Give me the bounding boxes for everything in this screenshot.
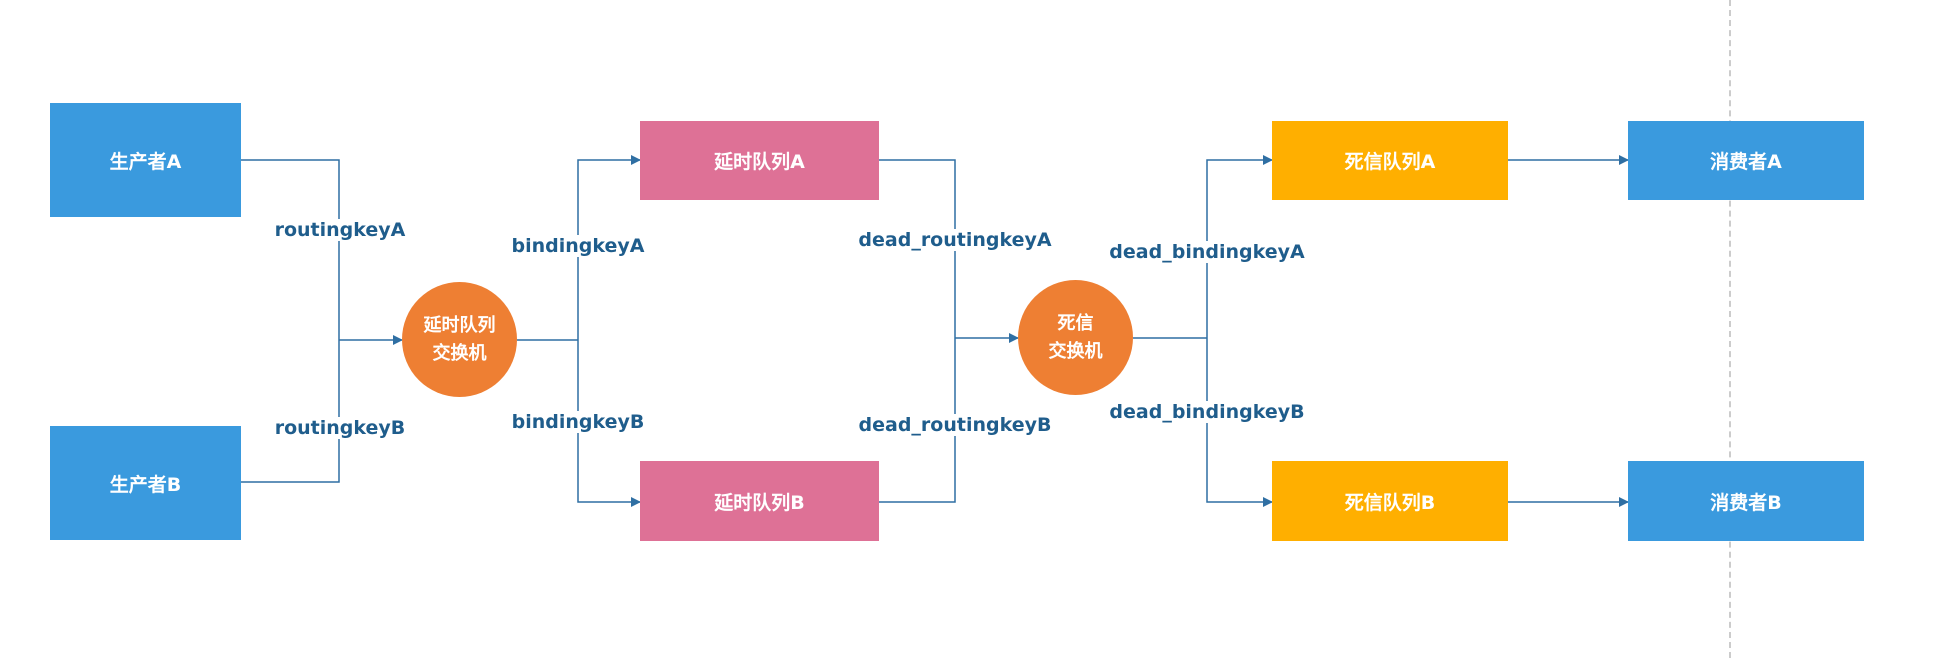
edge-dead-exchange-to-dead-queue-b xyxy=(1206,338,1273,507)
edge-producer-b-to-delay-exchange xyxy=(241,340,340,483)
label-dead-binding-key-b: dead_bindingkeyB xyxy=(1107,401,1307,423)
delay-exchange-label-line2: 交换机 xyxy=(432,342,487,364)
edge-delay-exchange-to-delay-queue-a xyxy=(577,155,641,340)
edge-delay-exchange-to-delay-queue-b xyxy=(577,340,641,507)
label-dead-binding-key-a: dead_bindingkeyA xyxy=(1107,241,1307,263)
delay-exchange-node: 延时队列 交换机 xyxy=(402,282,517,397)
label-binding-key-b: bindingkeyB xyxy=(509,411,647,433)
label-dead-routing-key-b: dead_routingkeyB xyxy=(856,414,1054,436)
dead-letter-exchange-node: 死信 交换机 xyxy=(1018,280,1133,395)
edge-delay-queue-a-to-dead-exchange xyxy=(879,159,956,338)
label-routing-key-b: routingkeyB xyxy=(272,417,408,439)
edge-producer-a-to-delay-exchange xyxy=(241,159,340,340)
dead-exchange-label-line2: 交换机 xyxy=(1048,340,1103,362)
dead-queue-b-node: 死信队列B xyxy=(1272,461,1508,541)
producer-a-node: 生产者A xyxy=(50,103,241,217)
delay-queue-a-node: 延时队列A xyxy=(640,121,879,200)
label-binding-key-a: bindingkeyA xyxy=(509,235,647,257)
dead-queue-a-node: 死信队列A xyxy=(1272,121,1508,200)
consumer-b-node: 消费者B xyxy=(1628,461,1864,541)
edge-delay-queue-b-to-dead-exchange xyxy=(842,338,956,507)
label-dead-routing-key-a: dead_routingkeyA xyxy=(856,229,1054,251)
dashed-divider xyxy=(1729,0,1731,658)
delay-queue-b-node: 延时队列B xyxy=(640,461,879,541)
delay-exchange-label-line1: 延时队列 xyxy=(423,314,496,336)
label-routing-key-a: routingkeyA xyxy=(272,219,408,241)
producer-b-node: 生产者B xyxy=(50,426,241,540)
consumer-a-node: 消费者A xyxy=(1628,121,1864,200)
dead-exchange-label-line1: 死信 xyxy=(1057,312,1094,334)
edge-dead-exchange-to-dead-queue-a xyxy=(1206,155,1273,338)
